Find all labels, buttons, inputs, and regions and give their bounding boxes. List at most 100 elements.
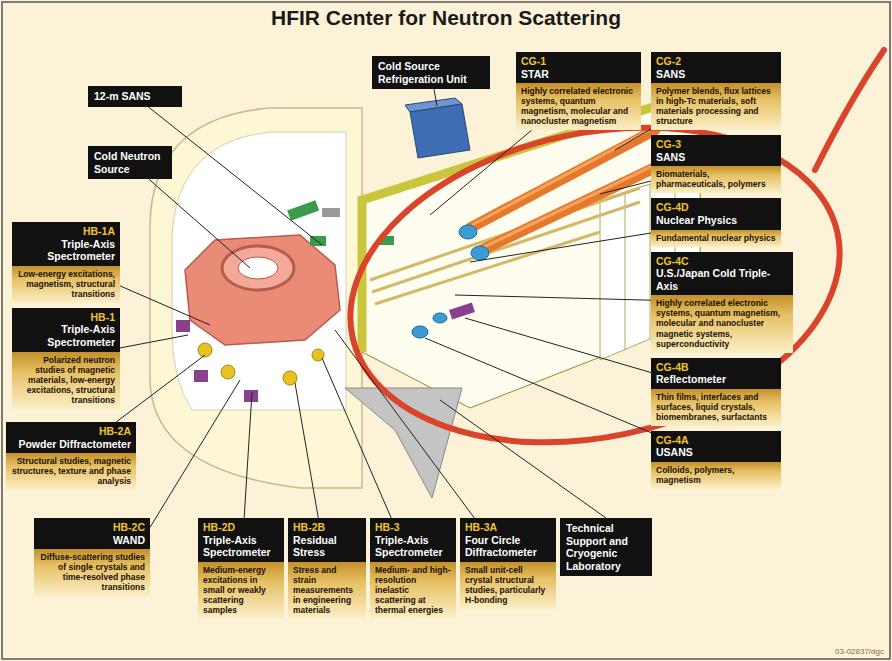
instrument-name: Residual Stress [293,534,361,559]
instrument-code: CG-2 [656,55,776,68]
callout-body: Structural studies, magnetic structures,… [6,453,136,490]
highlight-circle [321,85,869,485]
instrument-code: CG-4A [656,434,776,447]
leader-line [150,380,240,527]
leader-line [455,295,651,300]
instrument-description: Low-energy excitations, magnetism, struc… [17,269,115,299]
instrument-callout: HB-2CWAND Diffuse-scattering studies of s… [34,518,150,596]
facility-name: Cold Neutron Source [94,150,166,175]
callout-header: CG-4BReflectometer [651,358,781,389]
instrument-description: Stress and strain measurements in engine… [293,565,361,615]
callout-body: Highly correlated electronic systems, qu… [516,83,641,130]
spectrometer-unit [194,370,208,382]
callout-header: HB-2APowder Diffractometer [6,422,136,453]
lab-room-wall [625,192,626,350]
instrument-name: SANS [656,151,776,164]
instrument-name: Powder Diffractometer [11,438,131,451]
facility-name: Technical Support and Cryogenic Laborato… [566,522,646,572]
instrument-callout: CG-4CU.S./Japan Cold Triple-AxisHighly c… [651,252,793,353]
instrument-name: Triple-Axis Spectrometer [375,534,451,559]
instrument-callout: HB-3AFour Circle DiffractometerSmall uni… [460,518,556,609]
leader-line [116,355,205,422]
instrument-callout: CG-4AUSANS Colloids, polymers, magnetism [651,431,781,489]
instrument-callout: HB-2APowder DiffractometerStructural stu… [6,422,136,490]
sample-stage [412,326,428,338]
refrigeration-unit [410,104,470,158]
leader-line [295,383,318,518]
spectrometer-unit [198,343,212,357]
callout-header: HB-2DTriple-Axis Spectrometer [198,518,284,562]
callout-header: HB-2BResidual Stress [288,518,366,562]
sample-stage [459,225,477,239]
instrument-name: Reflectometer [656,373,776,386]
leader-line [600,181,651,194]
instrument-description: Small unit-cell crystal structural studi… [465,565,551,605]
neutron-guide [372,202,640,292]
callout-body: Stress and strain measurements in engine… [288,562,366,619]
instrument-name: Triple-Axis Spectrometer [203,534,279,559]
callout-body: Highly correlated electronic systems, qu… [651,295,793,352]
spectrometer-unit [221,365,235,379]
instrument-description: Biomaterials, pharmaceuticals, polymers [656,169,776,189]
instrument-name: Triple-Axis Spectrometer [17,238,115,263]
instrument-name: Nuclear Physics [656,214,776,227]
leader-line [149,179,250,268]
leader-line [322,358,391,518]
callout-header: CG-1STAR [516,52,641,83]
sample-stage [471,246,489,260]
sample-stage [433,313,447,323]
callout-header: CG-4CU.S./Japan Cold Triple-Axis [651,252,793,296]
instrument-code: HB-2A [11,425,131,438]
instrument-code: HB-2C [39,521,145,534]
callout-header: CG-4DNuclear Physics [651,198,781,229]
spectrometer-unit [283,371,297,385]
reactor-pool [185,235,340,345]
callout-header: CG-3SANS [651,135,781,166]
instrument-description: Medium- and high-resolution inelastic sc… [375,565,451,615]
instrument-description: Polymer blends, flux lattices in high-Tc… [656,86,776,126]
facility-name: 12-m SANS [94,90,176,103]
instrument-name: SANS [656,68,776,81]
callout-header: CG-2SANS [651,52,781,83]
facility-name: Cold Source Refrigeration Unit [378,60,484,85]
instrument-description: Thin films, interfaces and surfaces, liq… [656,392,776,422]
instrument-code: CG-4C [656,255,788,268]
instrument-block [322,208,340,217]
callout-body: Diffuse-scattering studies of single cry… [34,549,150,596]
instrument-callout: HB-1ATriple-Axis SpectrometerLow-energy … [12,222,120,303]
instrument-callout: CG-4BReflectometerThin films, interfaces… [651,358,781,426]
leader-line [425,338,651,433]
instrument-description: Fundamental nuclear physics [656,233,776,243]
callout-body: Low-energy excitations, magnetism, struc… [12,266,120,303]
instrument-description: Highly correlated electronic systems, qu… [521,86,636,126]
instrument-callout: CG-4DNuclear PhysicsFundamental nuclear … [651,198,781,246]
callout-header: HB-1ATriple-Axis Spectrometer [12,222,120,266]
instrument-code: CG-4B [656,361,776,374]
facility-label: Cold Neutron Source [88,146,172,179]
instrument-code: HB-1A [17,225,115,238]
leader-line [120,335,188,348]
highlight-circle-tail [815,50,884,170]
instrument-name: WAND [39,534,145,547]
leader-line [120,286,210,325]
guide-hall-floor [362,92,700,408]
beam-room-floor [172,132,346,410]
callout-body: Small unit-cell crystal structural studi… [460,562,556,609]
facility-label: Cold Source Refrigeration Unit [372,56,490,89]
leader-line [430,130,532,215]
callout-body: Medium- and high-resolution inelastic sc… [370,562,456,619]
instrument-name: USANS [656,446,776,459]
instrument-code: CG-4D [656,201,776,214]
facility-label: Technical Support and Cryogenic Laborato… [560,518,652,576]
leader-line [440,400,606,518]
leader-line [615,129,651,150]
instrument-code: CG-1 [521,55,636,68]
leader-line [335,330,474,518]
page-title: HFIR Center for Neutron Scattering [0,6,892,30]
sans-instrument [287,200,319,221]
reactor-core [238,257,278,279]
instrument-callout: HB-3Triple-Axis SpectrometerMedium- and … [370,518,456,619]
instrument-description: Colloids, polymers, magnetism [656,465,776,485]
instrument-callout: HB-1Triple-Axis SpectrometerPolarized ne… [12,308,120,409]
